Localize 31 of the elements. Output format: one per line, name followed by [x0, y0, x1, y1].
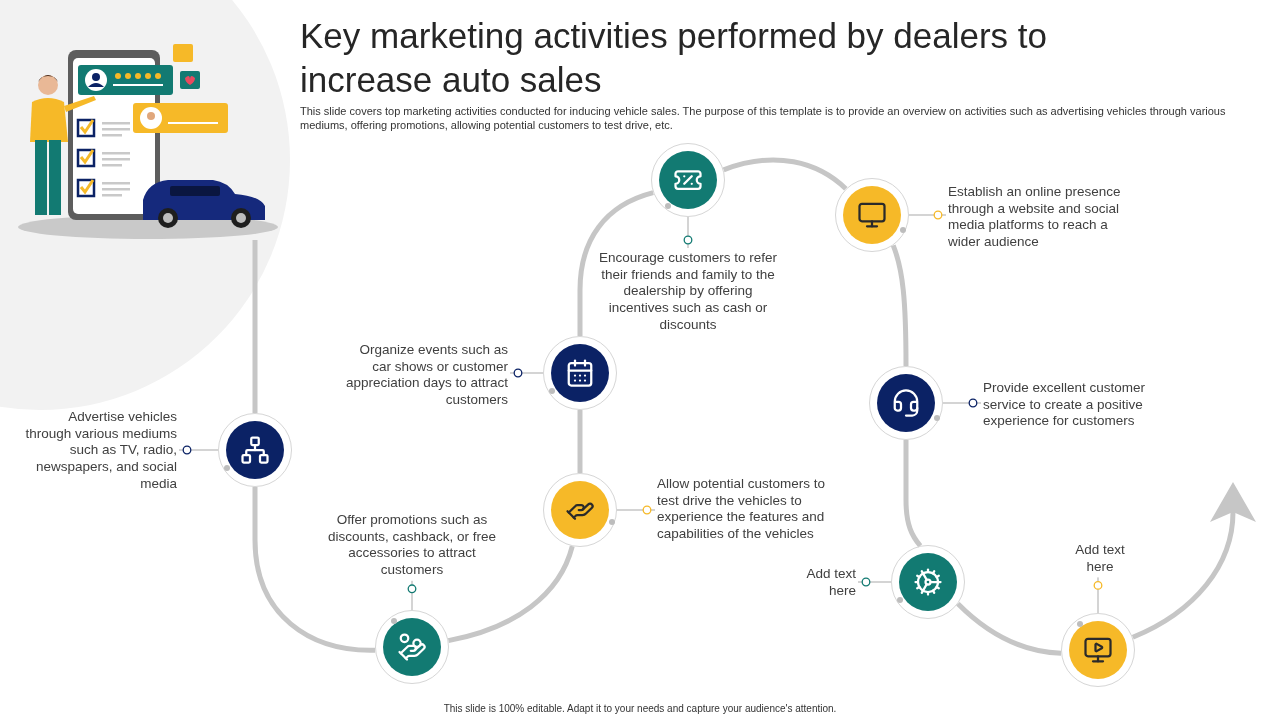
- path-line: [722, 157, 848, 191]
- title: Key marketing activities performed by dealers to increase auto sales: [300, 15, 1048, 101]
- path-line: [903, 440, 923, 548]
- path-line: [252, 487, 376, 653]
- path-line: [447, 545, 575, 644]
- activity-text: Encourage customers to refer their friends and family to the dealership by offering incentives such as cash or discounts: [596, 250, 780, 334]
- activity-text: Allow potential customers to test drive the vehicles to experience the features and capabilities of the vehicles: [657, 476, 842, 543]
- path-line: [890, 244, 909, 366]
- activity-text: Organize events such as car shows or customer appreciation days to attract customers: [338, 342, 508, 409]
- activity-text: Advertise vehicles through various mediums such as TV, radio, newspapers, and social media: [22, 409, 177, 493]
- activity-text: Add text here: [778, 566, 856, 600]
- leader-line: [908, 210, 947, 220]
- path-line: [577, 190, 654, 336]
- leader-line: [942, 398, 982, 408]
- leader-line: [407, 580, 417, 611]
- path-line: [577, 410, 583, 473]
- activity-text: Provide excellent customer service to create a positive experience for customers: [983, 380, 1173, 431]
- activity-text: Offer promotions such as discounts, cashback, or free accessories to attract customers: [317, 512, 507, 579]
- leader-line: [178, 445, 219, 455]
- leader-line: [857, 577, 892, 587]
- leader-line: [616, 505, 656, 515]
- path-line: [956, 601, 1062, 656]
- leader-line: [683, 216, 693, 249]
- description-text: This slide covers top marketing activities conducted for inducing vehicle sales. The purpose of this template is to provide an overview on activities such as advertising vehicles through various mediums, offering promotions, allowing potential customers to test drive, etc.: [300, 105, 1227, 132]
- arrow: [1131, 482, 1256, 640]
- path-line: [252, 240, 258, 413]
- leader-line: [509, 368, 544, 378]
- activity-text: Add text here: [1060, 542, 1140, 576]
- activity-text: Establish an online presence through a website and social media platforms to reach a wider audience: [948, 184, 1138, 251]
- leader-line: [1093, 576, 1103, 614]
- footer-note: This slide is 100% editable. Adapt it to your needs and capture your audience's attention.: [442, 702, 838, 716]
